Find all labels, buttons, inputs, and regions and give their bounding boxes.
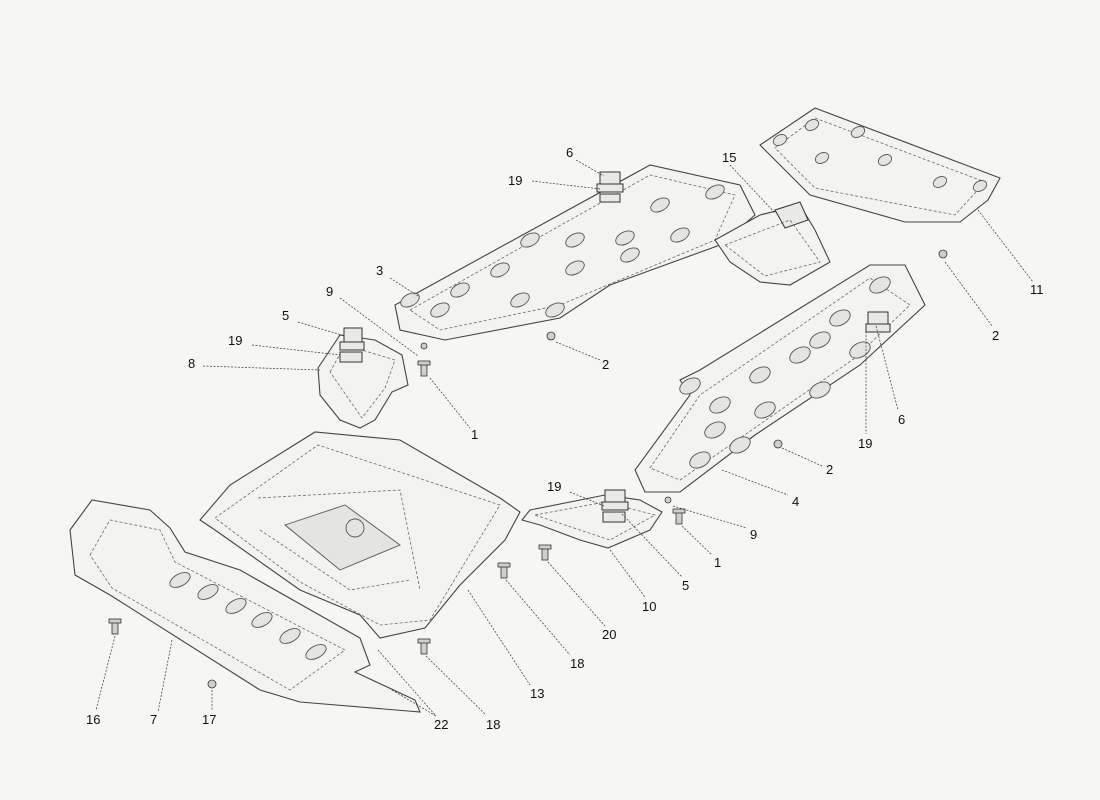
part-3-left-underbody-panel [394,164,756,341]
bolt-1-upper [417,360,431,377]
part-19-pad-top [599,193,621,203]
callout-7: 7 [150,712,157,727]
part-4-right-underbody-panel [634,264,926,493]
bolt-20 [538,544,552,561]
callout-18-lower: 18 [486,717,500,732]
part-6-clip-right [865,311,891,333]
leader-lines [95,159,1034,717]
callout-15: 15 [722,150,736,165]
part-13-central-underbody-tray [199,431,521,639]
part-6-clip-top [596,171,624,193]
part-5-clip-left [339,327,365,351]
callout-2-left: 2 [602,357,609,372]
callout-19-lower: 19 [547,479,561,494]
part-19-pad-lower [602,511,626,523]
clip-9-lower [664,496,672,504]
callout-19-left: 19 [228,333,242,348]
callout-6-top: 6 [566,145,573,160]
callout-1-upper: 1 [471,427,478,442]
nut-2-left [546,331,556,341]
part-10-bracket [521,494,663,549]
callout-18-upper: 18 [570,656,584,671]
callout-10: 10 [642,599,656,614]
callout-19-top: 19 [508,173,522,188]
callout-3: 3 [376,263,383,278]
callout-22: 22 [434,717,448,732]
callout-labels: 6 19 15 3 9 5 19 8 1 2 11 2 6 19 2 4 9 1… [86,145,1044,732]
callout-1-lower: 1 [714,555,721,570]
callout-8: 8 [188,356,195,371]
callout-2-right: 2 [826,462,833,477]
callout-13: 13 [530,686,544,701]
callout-20: 20 [602,627,616,642]
part-5-clip-lower [601,489,629,511]
fastener-bolts [108,249,948,689]
callout-9-lower: 9 [750,527,757,542]
callout-5-lower: 5 [682,578,689,593]
nut-2-rear [938,249,948,259]
callout-17: 17 [202,712,216,727]
bolt-18-upper [497,562,511,579]
callout-5-upper: 5 [282,308,289,323]
callout-2-rear: 2 [992,328,999,343]
callout-19-right: 19 [858,436,872,451]
callout-11: 11 [1030,282,1044,297]
callout-4: 4 [792,494,799,509]
bolt-16 [108,618,122,635]
callout-9-upper: 9 [326,284,333,299]
part-19-pad-left [339,351,363,363]
callout-16: 16 [86,712,100,727]
nut-2-right [773,439,783,449]
bolt-1-lower [672,508,686,525]
clip-9-upper [420,342,428,350]
callout-6-right: 6 [898,412,905,427]
part-7-front-undertray [69,499,421,713]
bolt-18-lower [417,638,431,655]
part-11-rear-underbody-panel [759,107,1001,223]
part-15-bracket [714,201,831,286]
nut-17 [207,679,217,689]
